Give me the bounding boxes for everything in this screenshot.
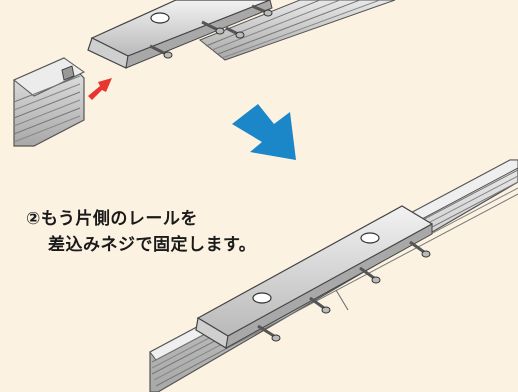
left-rail	[13, 57, 85, 147]
screw	[251, 4, 273, 17]
screw-hole	[150, 12, 170, 24]
instruction-caption: ②もう片側のレールを 差込みネジで固定します。	[26, 206, 256, 258]
screw	[201, 20, 225, 35]
screw	[257, 324, 281, 342]
rail-joint	[335, 289, 349, 311]
caption-line-2: 差込みネジで固定します。	[48, 235, 257, 255]
screw	[225, 26, 245, 39]
screw	[309, 296, 331, 314]
red-arrow	[88, 78, 112, 100]
screw-hole	[252, 292, 272, 304]
top-screws	[149, 4, 273, 59]
screw-hole	[360, 232, 380, 244]
screw	[359, 266, 381, 284]
bottom-connector-plate	[195, 205, 434, 349]
caption-line-1: ②もう片側のレールを	[26, 209, 198, 229]
screw	[409, 240, 431, 258]
screw	[149, 44, 173, 59]
blue-arrow	[232, 104, 296, 160]
bottom-screws	[257, 240, 431, 342]
